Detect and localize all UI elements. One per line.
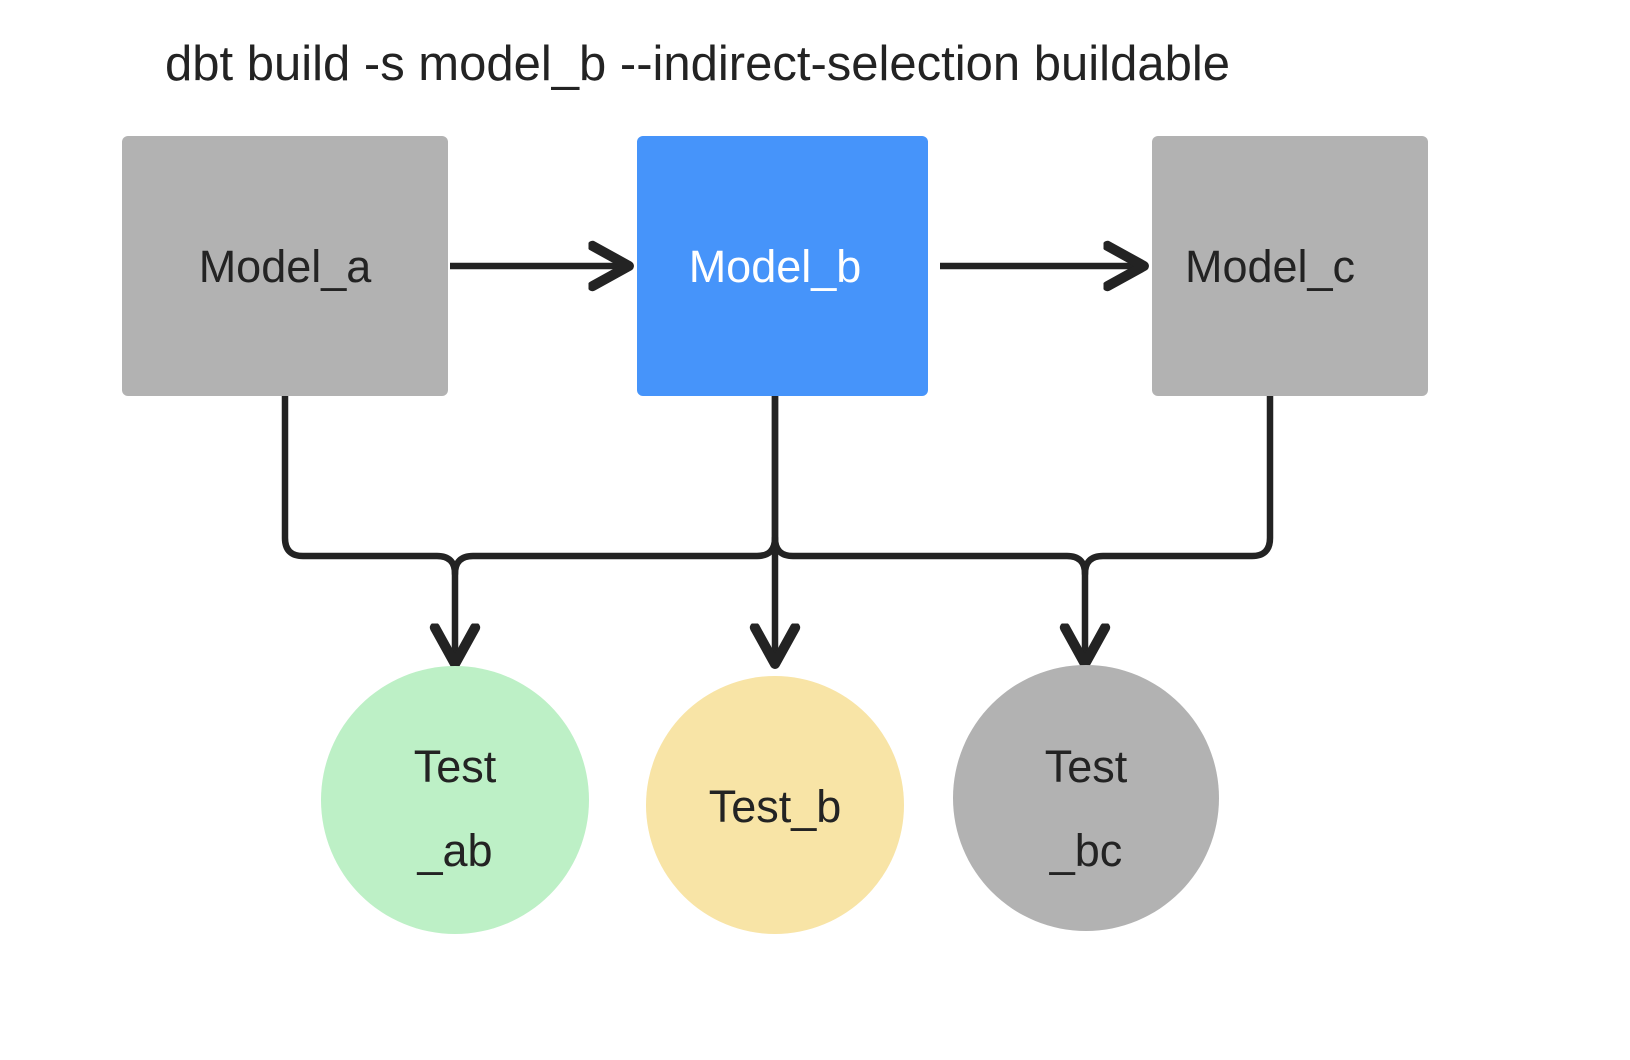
edge-path bbox=[1081, 392, 1274, 578]
node-shape-circle[interactable] bbox=[953, 665, 1219, 931]
node-shape-rect[interactable] bbox=[122, 136, 448, 396]
node-shape-circle[interactable] bbox=[321, 666, 589, 934]
node-shape-rect[interactable] bbox=[1152, 136, 1428, 396]
node-model-b[interactable]: Model_b bbox=[637, 136, 928, 396]
node-test-bc[interactable]: Test _bc bbox=[953, 665, 1219, 931]
node-shape-circle[interactable] bbox=[646, 676, 904, 934]
page-title: dbt build -s model_b --indirect-selectio… bbox=[165, 37, 1230, 91]
node-model-a[interactable]: Model_a bbox=[122, 136, 448, 396]
node-shape-rect[interactable] bbox=[637, 136, 928, 396]
edge-model-b-to-test-bc bbox=[771, 534, 1085, 660]
node-model-c[interactable]: Model_c bbox=[1152, 136, 1428, 396]
edge-path bbox=[451, 392, 779, 578]
edge-model-c-to-test-bc bbox=[1081, 392, 1274, 578]
edge-path bbox=[771, 534, 1085, 660]
edge-model-b-to-test-ab bbox=[451, 392, 779, 578]
edge-model-a-to-test-ab bbox=[281, 392, 455, 660]
node-test-b[interactable]: Test_b bbox=[646, 676, 904, 934]
node-test-ab[interactable]: Test _ab bbox=[321, 666, 589, 934]
edge-path bbox=[281, 392, 455, 660]
